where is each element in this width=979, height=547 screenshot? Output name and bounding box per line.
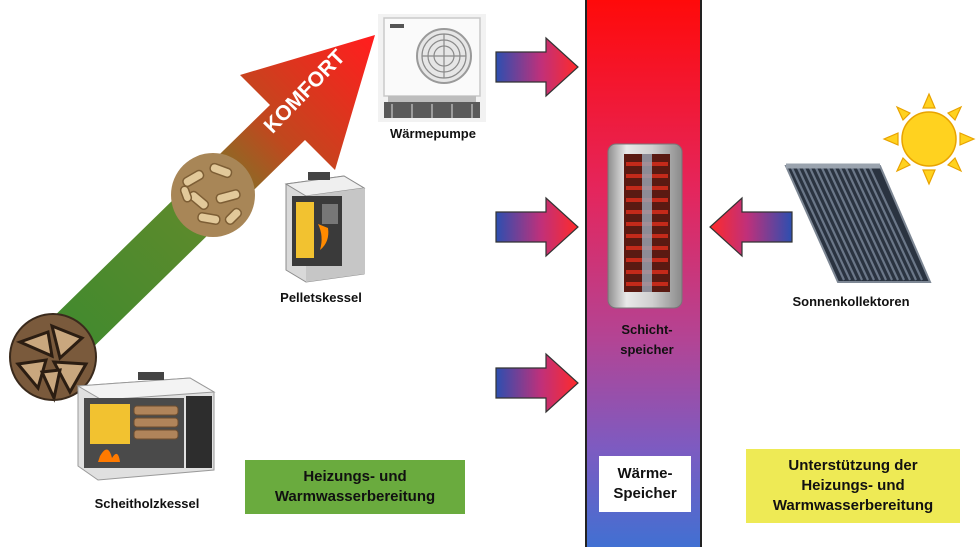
waerme-speicher-line1: Wärme- bbox=[617, 464, 673, 482]
unterstuetzung-box: Unterstützung der Heizungs- und Warmwass… bbox=[746, 449, 960, 523]
arrow-pellet-to-storage bbox=[495, 196, 579, 258]
label-scheitholzkessel: Scheitholzkessel bbox=[94, 496, 200, 511]
heizung-box: Heizungs- und Warmwasserbereitung bbox=[245, 460, 465, 514]
arrow-waermepumpe-to-storage bbox=[495, 36, 579, 98]
arrow-log-to-storage bbox=[495, 352, 579, 414]
heizung-box-line2: Warmwasserbereitung bbox=[274, 488, 436, 505]
waerme-speicher-line2: Speicher bbox=[613, 485, 677, 502]
solar-collector-icon bbox=[784, 163, 932, 283]
label-schichtspeicher: Schicht- speicher bbox=[600, 320, 694, 359]
label-schichtspeicher-line2: speicher bbox=[620, 341, 674, 357]
pellets-icon bbox=[171, 153, 255, 237]
unterstuetzung-line1: Unterstützung der bbox=[788, 456, 918, 474]
heizung-box-line1: Heizungs- und bbox=[303, 467, 407, 485]
arrow-solar-to-storage bbox=[709, 196, 793, 258]
waerme-speicher-box: Wärme- Speicher bbox=[599, 456, 691, 512]
unterstuetzung-line2: Heizungs- und bbox=[801, 476, 905, 494]
buffer-tank-icon bbox=[607, 143, 683, 309]
label-sonnenkollektoren: Sonnenkollektoren bbox=[792, 294, 910, 309]
unterstuetzung-line3: Warmwasserbereitung bbox=[772, 497, 934, 515]
label-pelletskessel: Pelletskessel bbox=[280, 290, 362, 305]
sun-icon bbox=[882, 92, 976, 186]
log-boiler-icon bbox=[76, 372, 216, 481]
label-waermepumpe: Wärmepumpe bbox=[390, 126, 476, 141]
label-schichtspeicher-line1: Schicht- bbox=[621, 322, 673, 337]
heat-pump-icon bbox=[378, 14, 486, 122]
firewood-icon bbox=[9, 313, 97, 403]
pellet-boiler-icon bbox=[284, 172, 366, 283]
